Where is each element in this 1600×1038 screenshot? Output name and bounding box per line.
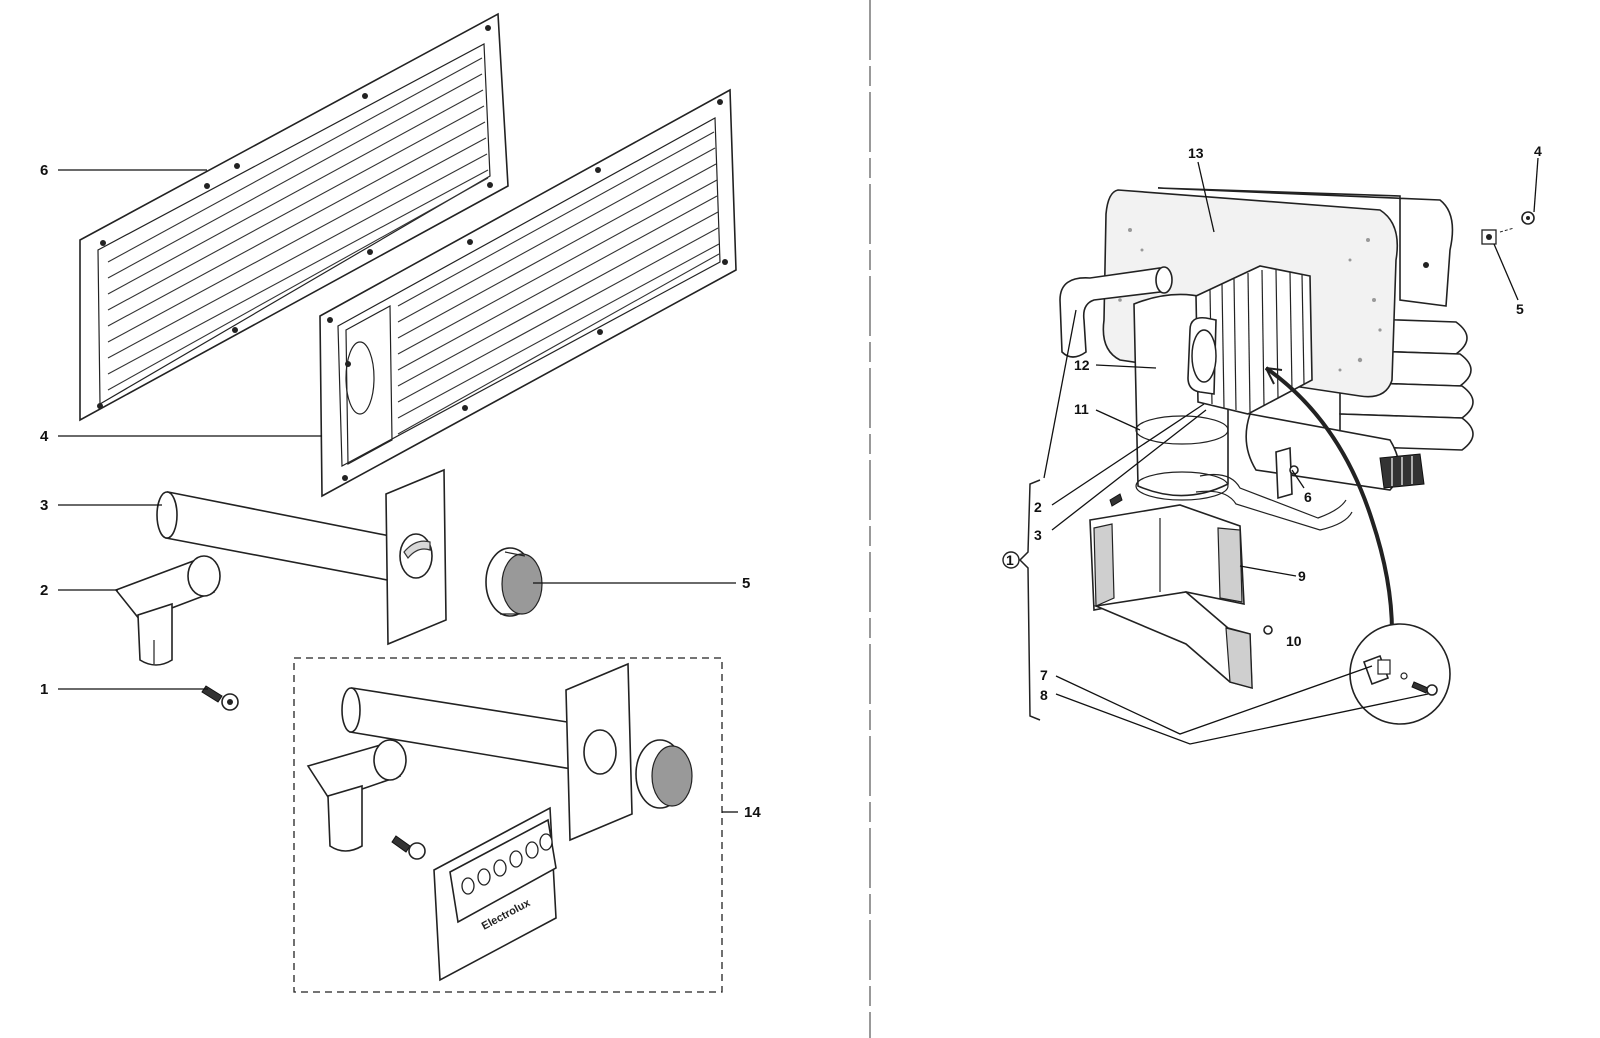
- callout-2-left: 2: [40, 582, 48, 599]
- right-panel: 1 13 4 5 12 11 2 3 6 9 10 7 8: [1002, 143, 1542, 745]
- pipe-tee-2: [114, 555, 221, 666]
- detail-circle: [1349, 623, 1451, 725]
- callout-2-right: 2: [1034, 499, 1042, 515]
- thermocouple-wire: [1264, 366, 1394, 633]
- assembly-number: 1: [1006, 552, 1014, 568]
- callout-11-right: 11: [1074, 401, 1089, 417]
- callout-14-left: 14: [744, 804, 761, 821]
- assembly-circle: [1002, 551, 1020, 569]
- u-pipe: [1059, 266, 1173, 358]
- callout-3-left: 3: [40, 497, 48, 514]
- assembly-brace: [1018, 479, 1041, 721]
- callout-6-left: 6: [40, 162, 48, 179]
- callout-12-right: 12: [1074, 357, 1090, 373]
- mesh-cap-5: [485, 547, 543, 617]
- callout-5-left: 5: [742, 575, 750, 592]
- vent-grille-6: [79, 12, 509, 422]
- screw-6: [1275, 446, 1299, 500]
- exhaust-pipe-3: [156, 468, 447, 646]
- callout-5-right: 5: [1516, 301, 1524, 317]
- callout-9-right: 9: [1298, 568, 1306, 584]
- clip-parts-4-5: [1481, 211, 1535, 245]
- screw-10: [1263, 625, 1273, 635]
- callout-6-right: 6: [1304, 489, 1312, 505]
- callout-13-right: 13: [1188, 145, 1204, 161]
- mounting-bracket-9: [1089, 504, 1253, 690]
- screw-1: [201, 685, 239, 711]
- left-leaders: [58, 169, 738, 813]
- kit-14: Electrolux: [293, 657, 723, 993]
- right-leaders: [1043, 157, 1539, 745]
- vent-grille-4: [319, 88, 737, 498]
- left-panel: Electrolux 6 4 3 2 1 5 14: [40, 12, 761, 993]
- callout-3-right: 3: [1034, 527, 1042, 543]
- callout-4-right: 4: [1534, 143, 1542, 159]
- callout-1-left: 1: [40, 681, 48, 698]
- callout-7-right: 7: [1040, 667, 1048, 683]
- heat-exchanger-fins: [1187, 265, 1313, 415]
- callout-10-right: 10: [1286, 633, 1302, 649]
- screw-upper: [1109, 493, 1123, 507]
- callout-8-right: 8: [1040, 687, 1048, 703]
- callout-4-left: 4: [40, 428, 49, 445]
